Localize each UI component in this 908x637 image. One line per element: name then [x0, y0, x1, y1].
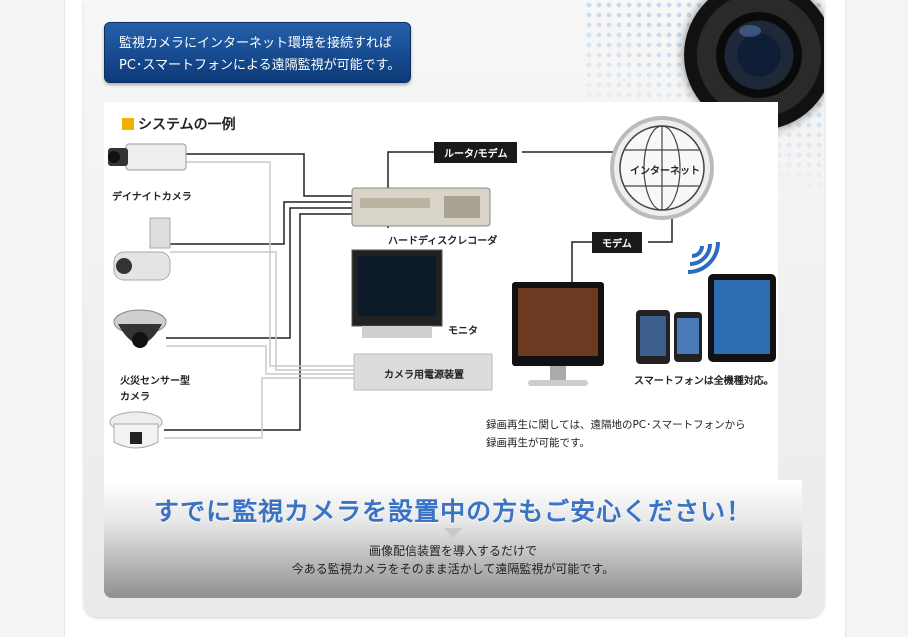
day-night-camera-image: [108, 144, 186, 170]
smartphones-label: スマートフォンは全機種対応。: [634, 372, 774, 387]
fire-sensor-camera-label-2: カメラ: [120, 388, 150, 403]
router-modem-tag: ルータ/モデム: [434, 142, 517, 163]
monitor-label: モニタ: [448, 322, 478, 337]
intro-banner-line-1: 監視カメラにインターネット環境を接続すれば: [119, 33, 396, 55]
bullet-camera-image: [114, 218, 170, 280]
smartphones-image: [636, 274, 776, 364]
reassurance-headline: すでに監視カメラを設置中の方もご安心ください！: [104, 492, 802, 528]
diagram-title: システムの一例: [122, 114, 236, 134]
playback-note-line-2: 録画再生が可能です。: [486, 434, 590, 452]
wifi-signal-icon: [688, 242, 718, 272]
hdd-recorder-label: ハードディスクレコーダ: [388, 232, 497, 247]
hdd-recorder-image: [352, 188, 490, 226]
internet-label: インターネット: [630, 162, 700, 177]
pc-monitor-image: [512, 282, 604, 386]
diagram-title-text: システムの一例: [138, 117, 236, 133]
intro-banner-line-2: PC･スマートフォンによる遠隔監視が可能です。: [119, 55, 396, 77]
reassurance-line-1: 画像配信装置を導入するだけで: [104, 542, 802, 560]
playback-note-line-1: 録画再生に関しては、遠隔地のPC･スマートフォンから: [486, 416, 746, 434]
monitor-image: [352, 250, 442, 338]
intro-banner: 監視カメラにインターネット環境を接続すれば PC･スマートフォンによる遠隔監視が…: [104, 22, 411, 83]
camera-power-label: カメラ用電源装置: [384, 366, 464, 381]
system-diagram: システムの一例 デイナイトカメラ 火災センサー型 カメラ ハードディスクレコーダ…: [104, 102, 778, 498]
feature-panel: 監視カメラにインターネット環境を接続すれば PC･スマートフォンによる遠隔監視が…: [84, 0, 824, 617]
day-night-camera-label: デイナイトカメラ: [112, 188, 192, 203]
modem-tag: モデム: [592, 232, 642, 253]
pointer-triangle: [444, 528, 462, 538]
dome-camera-image: [114, 310, 166, 348]
reassurance-line-2: 今ある監視カメラをそのまま活かして遠隔監視が可能です。: [104, 560, 802, 578]
reassurance-text: 画像配信装置を導入するだけで 今ある監視カメラをそのまま活かして遠隔監視が可能で…: [104, 542, 802, 578]
title-square-icon: [122, 118, 134, 130]
reassurance-box: すでに監視カメラを設置中の方もご安心ください！ 画像配信装置を導入するだけで 今…: [104, 480, 802, 598]
fire-sensor-camera-image: [110, 412, 162, 448]
fire-sensor-camera-label-1: 火災センサー型: [120, 372, 190, 387]
